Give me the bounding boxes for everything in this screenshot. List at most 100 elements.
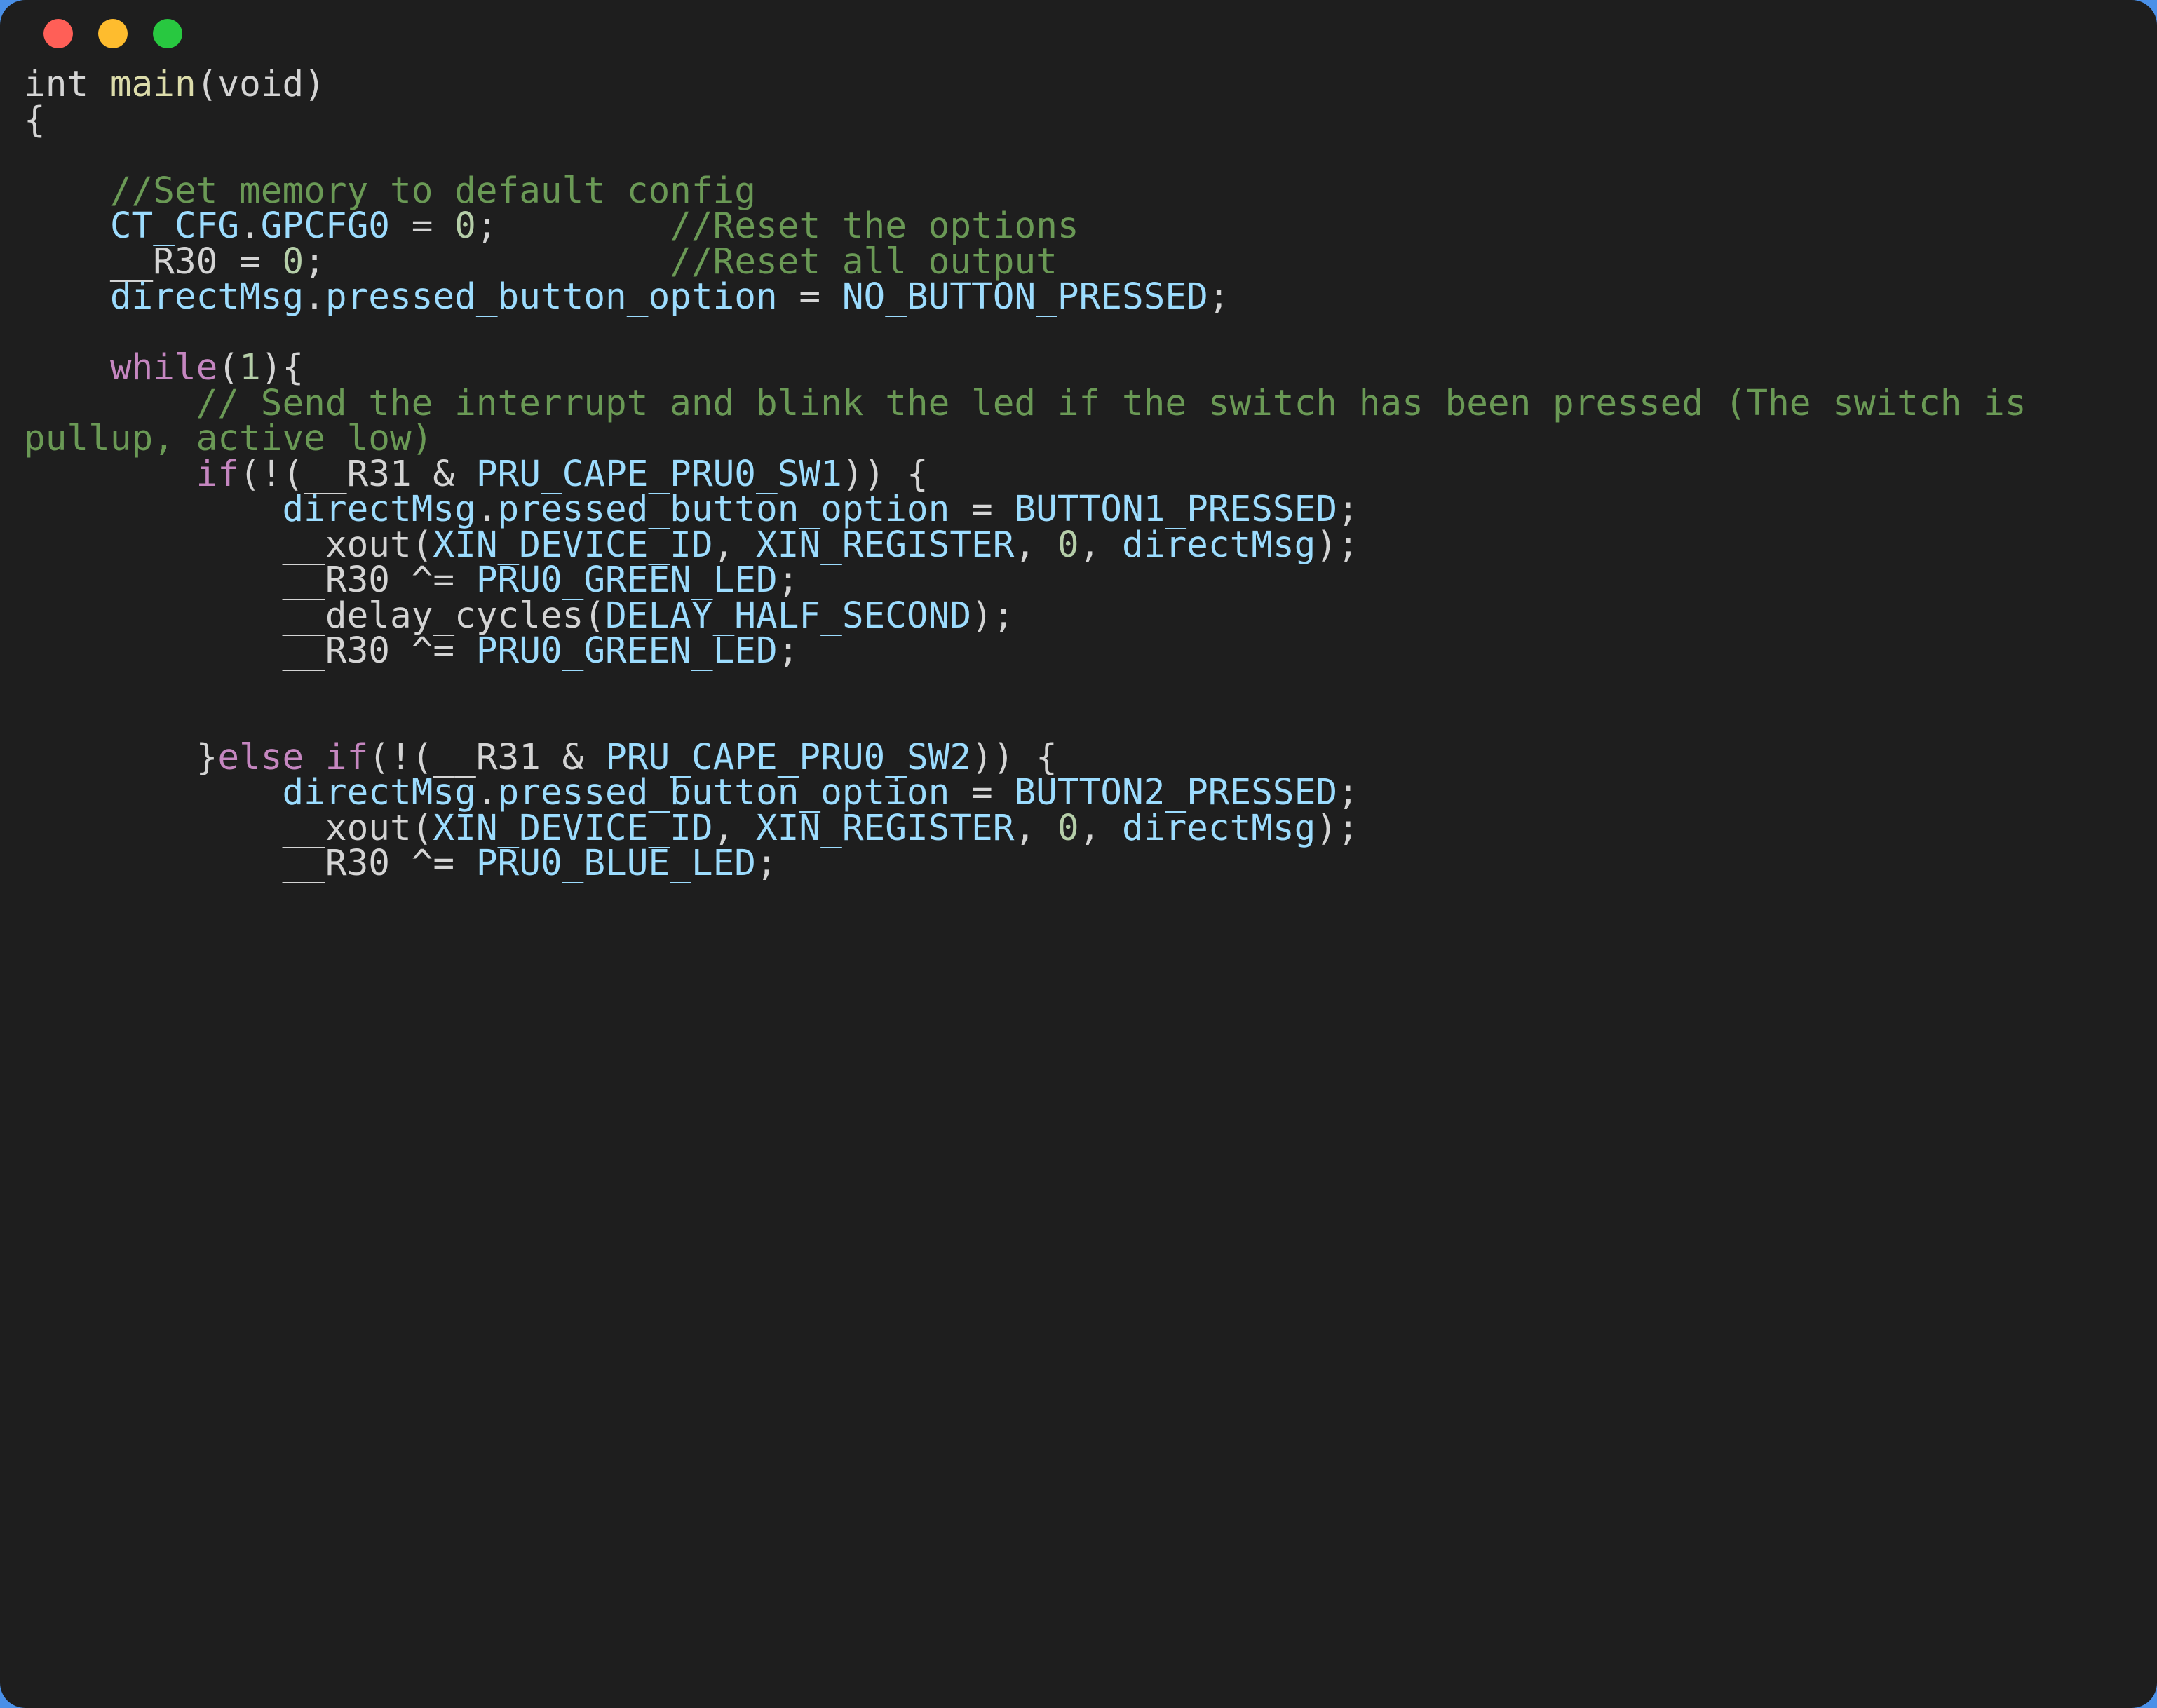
code-token-ident: GPCFG0 bbox=[260, 205, 391, 247]
code-token-plain bbox=[24, 843, 282, 884]
code-token-punct: ) bbox=[304, 64, 325, 105]
code-token-ident: BUTTON2_PRESSED bbox=[1014, 772, 1338, 813]
code-token-ident: NO_BUTTON_PRESSED bbox=[841, 276, 1208, 318]
code-token-punct: ; bbox=[304, 240, 325, 283]
code-token-plain: __R31 bbox=[433, 736, 541, 778]
maximize-window-button[interactable] bbox=[153, 19, 182, 48]
code-token-num: 0 bbox=[1057, 807, 1079, 849]
code-token-plain: __R30 bbox=[282, 560, 390, 601]
code-token-punct: ; bbox=[777, 560, 799, 601]
code-line: ​ bbox=[24, 670, 2133, 705]
code-token-plain: __R30 bbox=[109, 240, 218, 283]
code-token-op: = bbox=[217, 240, 283, 283]
code-token-cmt: // Send the interrupt and blink the led … bbox=[24, 382, 2048, 459]
code-token-punct: , bbox=[712, 524, 757, 566]
code-token-ident: PRU_CAPE_PRU0_SW2 bbox=[605, 736, 972, 778]
code-token-ident: directMsg bbox=[1122, 524, 1316, 566]
code-token-ident: PRU0_BLUE_LED bbox=[475, 843, 756, 884]
code-token-ident: directMsg bbox=[282, 489, 476, 530]
code-token-punct: { bbox=[24, 99, 46, 141]
close-window-button[interactable] bbox=[43, 19, 73, 48]
code-token-num: 0 bbox=[454, 205, 476, 247]
code-token-ident: pressed_button_option bbox=[497, 772, 950, 813]
code-line: __xout(XIN_DEVICE_ID, XIN_REGISTER, 0, d… bbox=[24, 527, 2133, 564]
code-token-fn: main bbox=[109, 64, 196, 105]
code-token-kw: else if bbox=[217, 736, 369, 778]
code-line: { bbox=[24, 99, 2133, 141]
code-token-plain: int bbox=[24, 64, 110, 105]
code-line: directMsg.pressed_button_option = BUTTON… bbox=[24, 775, 2133, 811]
code-token-cmt: //Set memory to default config bbox=[109, 170, 756, 212]
code-line: //Set memory to default config bbox=[24, 173, 2133, 210]
code-token-ident: directMsg bbox=[1122, 807, 1316, 849]
code-line: directMsg.pressed_button_option = BUTTON… bbox=[24, 492, 2133, 528]
code-line: ​ bbox=[24, 138, 2133, 174]
code-token-plain: void bbox=[217, 64, 304, 105]
code-token-ident: pressed_button_option bbox=[497, 489, 950, 530]
code-token-ident: PRU_CAPE_PRU0_SW1 bbox=[475, 453, 842, 495]
code-line: CT_CFG.GPCFG0 = 0; //Reset the options bbox=[24, 208, 2133, 245]
code-token-op: = bbox=[949, 772, 1015, 813]
code-token-punct: , bbox=[1014, 524, 1057, 566]
code-token-punct: , bbox=[1014, 807, 1057, 849]
code-token-cmt: //Reset the options bbox=[670, 205, 1079, 247]
code-token-punct: , bbox=[1078, 524, 1123, 566]
code-token-op: & bbox=[540, 736, 606, 778]
code-token-op: ^= bbox=[390, 630, 476, 672]
code-line: __delay_cycles(DELAY_HALF_SECOND); bbox=[24, 598, 2133, 635]
code-token-punct: ( bbox=[583, 595, 606, 637]
code-line: int main(void) bbox=[24, 67, 2133, 103]
code-token-punct: . bbox=[239, 205, 261, 247]
code-token-plain: __xout bbox=[282, 524, 412, 566]
code-token-kw: if bbox=[196, 453, 240, 495]
code-token-plain bbox=[24, 276, 110, 318]
code-token-ident: BUTTON1_PRESSED bbox=[1014, 489, 1338, 530]
code-token-punct: . bbox=[304, 276, 325, 318]
code-token-op: = bbox=[777, 276, 842, 318]
code-token-punct: ); bbox=[1316, 524, 1359, 566]
code-token-punct: ; bbox=[475, 205, 498, 247]
code-token-punct: . bbox=[475, 489, 498, 530]
code-token-punct: ; bbox=[1208, 276, 1230, 318]
code-token-punct: ; bbox=[1337, 489, 1359, 530]
code-token-punct: (!( bbox=[368, 736, 433, 778]
code-token-kw: while bbox=[109, 347, 218, 388]
code-line: __R30 ^= PRU0_BLUE_LED; bbox=[24, 846, 2133, 882]
code-line: }else if(!(__R31 & PRU_CAPE_PRU0_SW2)) { bbox=[24, 740, 2133, 776]
code-token-punct: ){ bbox=[260, 347, 304, 388]
code-token-punct: ); bbox=[971, 595, 1015, 637]
code-token-punct: )) { bbox=[841, 453, 928, 495]
code-token-punct: ( bbox=[217, 347, 240, 388]
code-token-ident: XIN_REGISTER bbox=[756, 524, 1015, 566]
code-token-op: ^= bbox=[390, 560, 476, 601]
code-token-ident: PRU0_GREEN_LED bbox=[475, 630, 778, 672]
code-token-punct: , bbox=[712, 807, 757, 849]
code-token-ident: XIN_DEVICE_ID bbox=[433, 807, 713, 849]
code-token-ident: CT_CFG bbox=[109, 205, 240, 247]
code-block[interactable]: int main(void){​ //Set memory to default… bbox=[0, 67, 2157, 882]
code-token-plain: __delay_cycles bbox=[282, 595, 584, 637]
code-token-punct: ; bbox=[777, 630, 799, 672]
code-token-punct: ( bbox=[196, 64, 218, 105]
code-line: ​ bbox=[24, 705, 2133, 740]
code-token-plain: __R31 bbox=[304, 453, 412, 495]
code-line: __xout(XIN_DEVICE_ID, XIN_REGISTER, 0, d… bbox=[24, 811, 2133, 847]
code-token-ident: pressed_button_option bbox=[325, 276, 778, 318]
code-token-ident: directMsg bbox=[282, 772, 476, 813]
code-token-punct: ); bbox=[1316, 807, 1359, 849]
code-token-punct: (!( bbox=[239, 453, 304, 495]
code-token-num: 0 bbox=[1057, 524, 1079, 566]
code-token-ident: XIN_DEVICE_ID bbox=[433, 524, 713, 566]
code-token-plain: __R30 bbox=[282, 843, 390, 884]
code-line: // Send the interrupt and blink the led … bbox=[24, 386, 2133, 457]
code-line: __R30 ^= PRU0_GREEN_LED; bbox=[24, 560, 2133, 601]
code-token-punct: , bbox=[1078, 807, 1123, 849]
code-line: __R30 = 0; //Reset all output bbox=[24, 244, 2133, 280]
minimize-window-button[interactable] bbox=[98, 19, 128, 48]
code-token-punct: ( bbox=[411, 524, 433, 566]
code-line: ​ bbox=[24, 316, 2133, 351]
code-token-punct: ; bbox=[1337, 772, 1359, 813]
code-token-cmt: //Reset all output bbox=[670, 240, 1057, 283]
code-token-ident: directMsg bbox=[109, 276, 304, 318]
